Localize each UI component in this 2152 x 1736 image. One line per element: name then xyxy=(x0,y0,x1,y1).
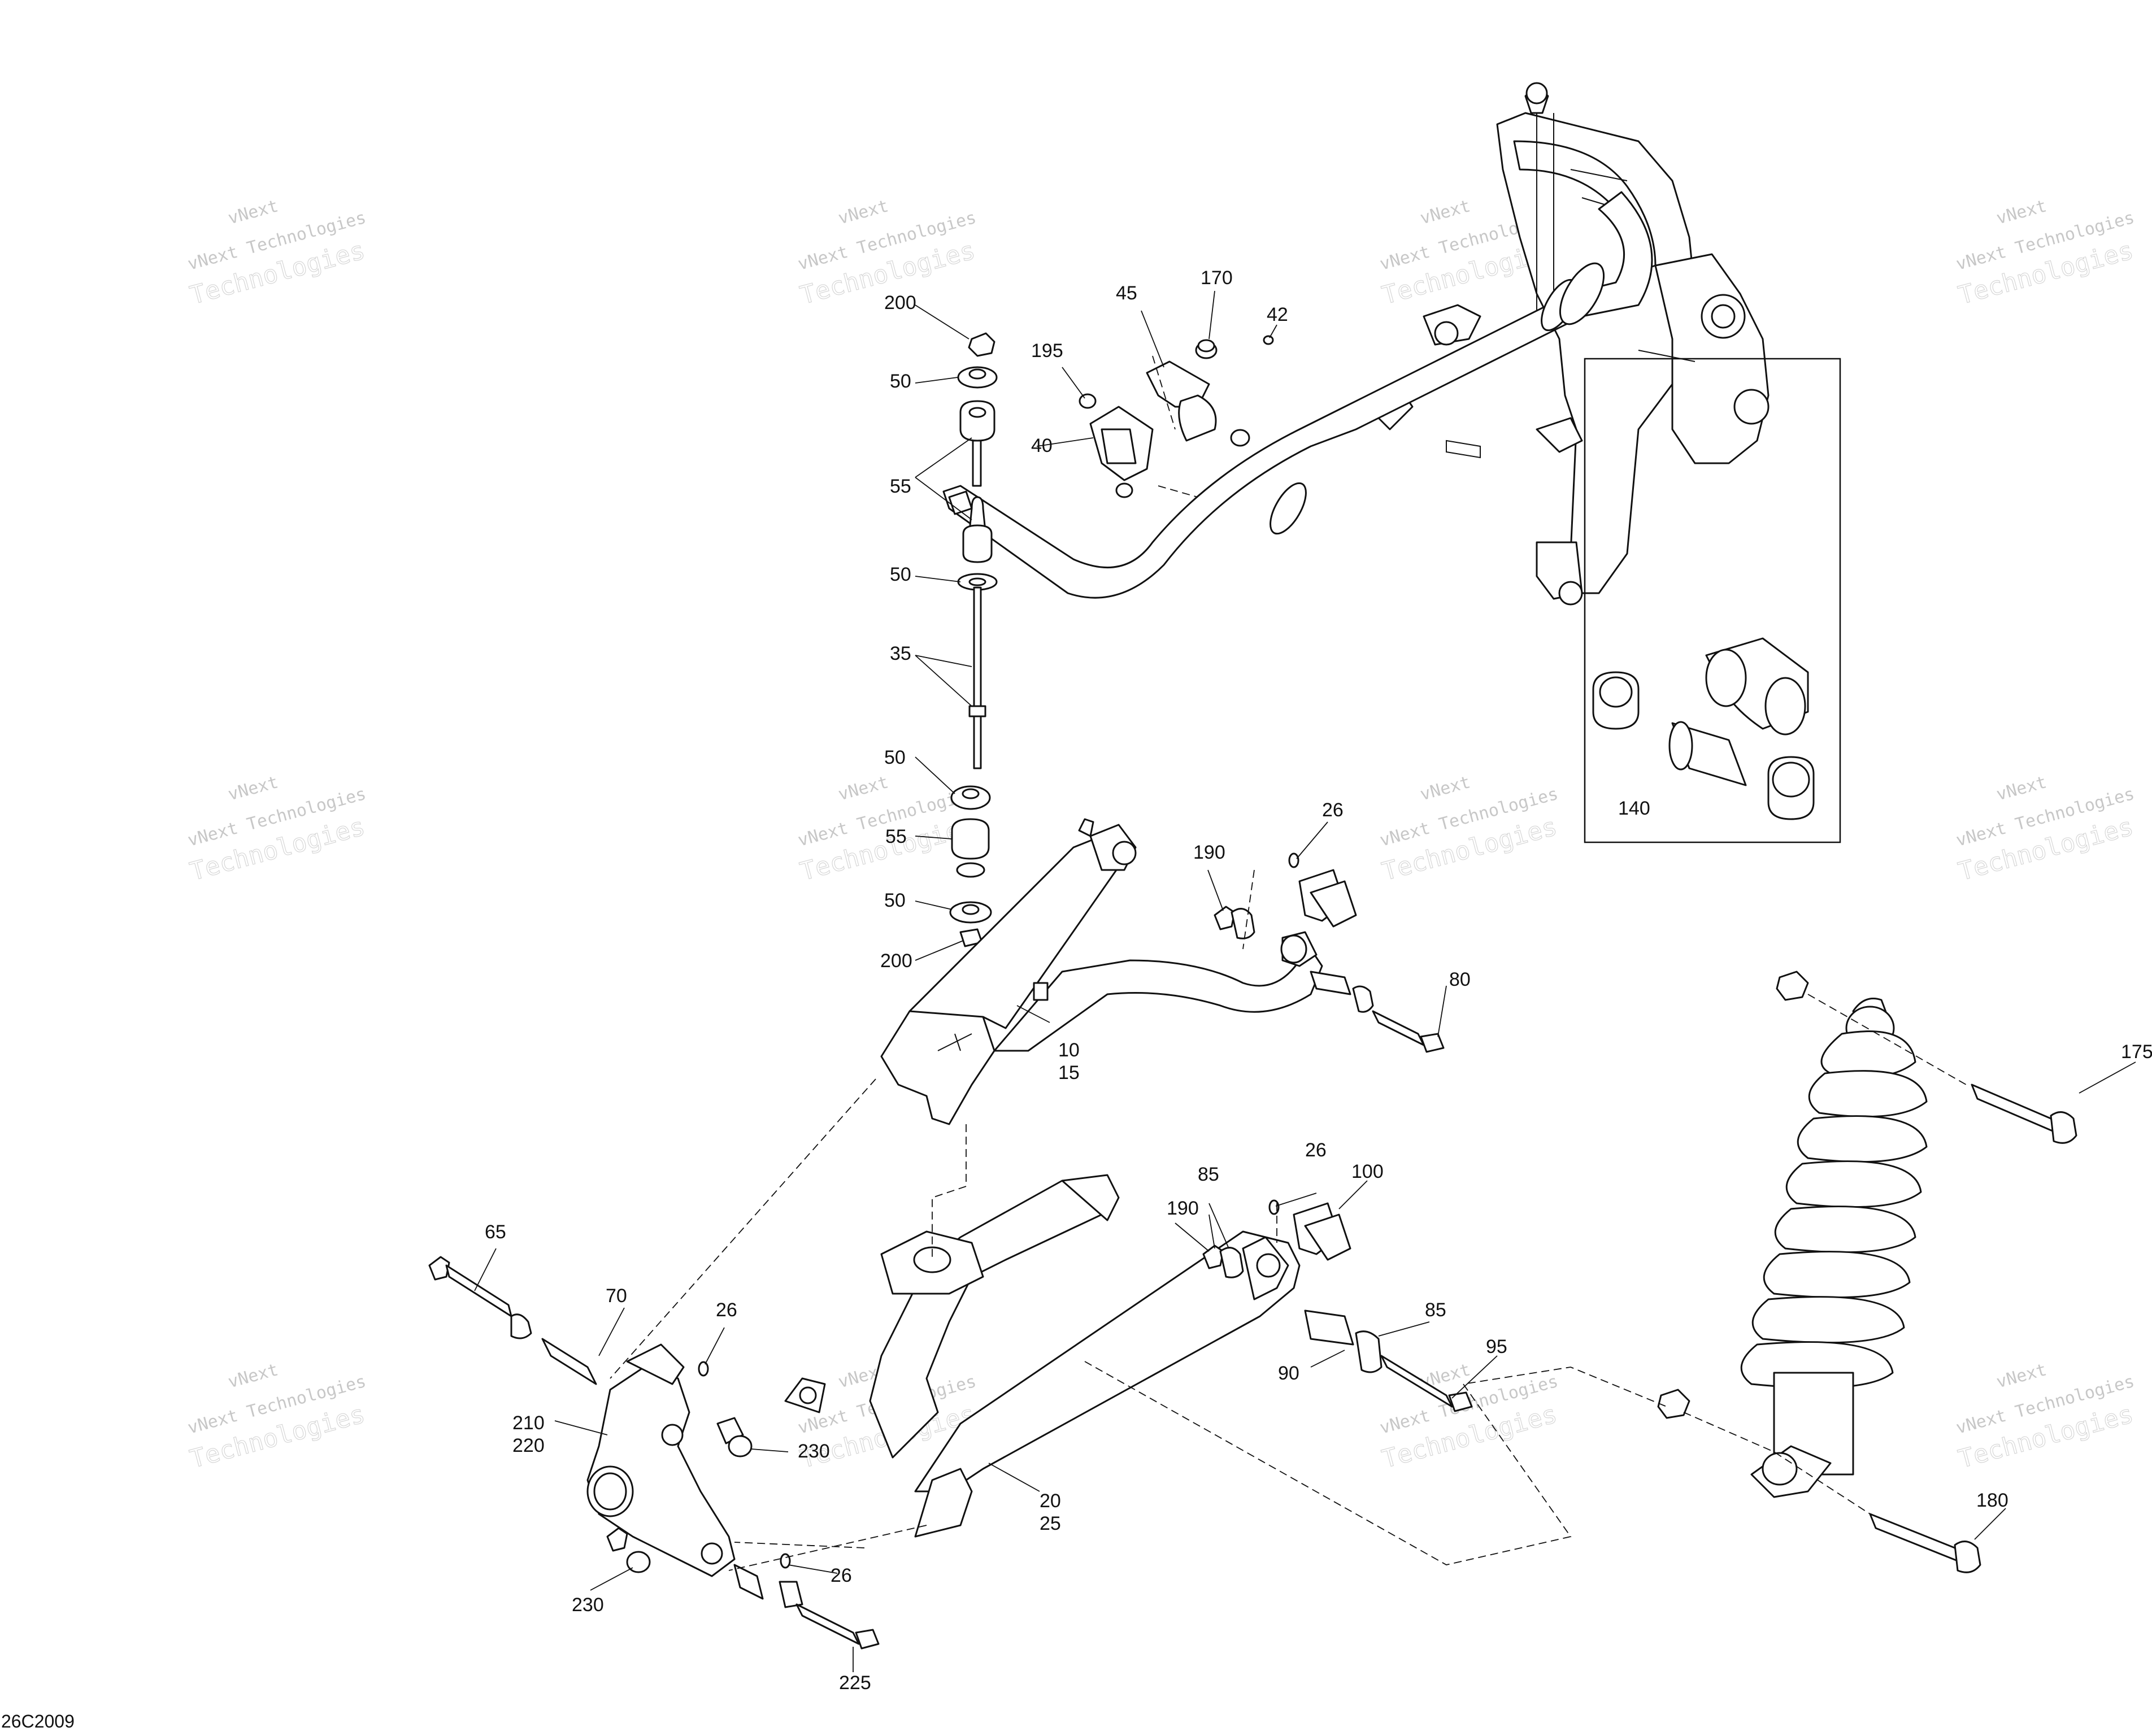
watermark-line1: vNext xyxy=(1994,772,2049,804)
callout-25: 25 xyxy=(1040,1513,1061,1534)
clamp-set xyxy=(1079,335,1274,498)
callout-45: 45 xyxy=(1116,282,1137,304)
diagram-code: 26C2009 xyxy=(1,1711,75,1731)
watermark-line1: vNext xyxy=(226,196,280,228)
callout-175: 175 xyxy=(2121,1041,2152,1063)
link-rod-stack xyxy=(949,332,998,947)
watermark: vNext vNext Technologies Technologies xyxy=(186,196,368,310)
callout-85: 85 xyxy=(1198,1164,1219,1185)
upper-a-arm xyxy=(880,818,1323,1125)
watermark: vNext vNext Technologies Technologies xyxy=(186,772,368,886)
callout-225: 225 xyxy=(839,1672,871,1694)
watermark: vNext vNext Technologies Technologies xyxy=(1378,772,1560,886)
watermark-line1: vNext xyxy=(1418,196,1472,228)
callout-210: 210 xyxy=(512,1412,545,1434)
callout-100: 100 xyxy=(1351,1161,1384,1182)
callout-195: 195 xyxy=(1031,340,1063,362)
watermark: vNext vNext Technologies Technologies xyxy=(796,196,979,310)
callout-70: 70 xyxy=(606,1285,627,1307)
watermark-line1: vNext xyxy=(836,196,890,228)
callout-50: 50 xyxy=(884,890,906,911)
callout-140: 140 xyxy=(1618,798,1650,819)
knuckle-fasteners xyxy=(428,1256,880,1650)
watermark-line1: vNext xyxy=(226,1360,280,1392)
callout-90: 90 xyxy=(1278,1363,1299,1384)
callout-200: 200 xyxy=(884,292,916,314)
alignment-lines xyxy=(610,355,1967,1571)
callout-80: 80 xyxy=(1449,969,1471,990)
callout-230: 230 xyxy=(572,1594,604,1616)
callout-42: 42 xyxy=(1267,304,1288,325)
knuckle xyxy=(586,1343,736,1577)
callout-55: 55 xyxy=(890,476,911,497)
callout-26: 26 xyxy=(1305,1139,1327,1161)
callout-170: 170 xyxy=(1201,267,1233,289)
callout-50: 50 xyxy=(884,747,906,768)
watermark-line1: vNext xyxy=(1994,1360,2049,1392)
watermark-line1: vNext xyxy=(1418,772,1472,804)
callout-190: 190 xyxy=(1167,1198,1199,1219)
callout-190: 190 xyxy=(1193,842,1225,863)
watermark-line1: vNext xyxy=(1994,196,2049,228)
callout-95: 95 xyxy=(1486,1336,1507,1358)
callout-26: 26 xyxy=(1322,799,1344,821)
bushing-inset xyxy=(1584,358,1841,843)
watermark: vNext vNext Technologies Technologies xyxy=(186,1360,368,1474)
callout-20: 20 xyxy=(1040,1490,1061,1512)
callout-180: 180 xyxy=(1976,1490,2008,1511)
callout-200: 200 xyxy=(880,950,912,972)
callout-40: 40 xyxy=(1031,435,1053,456)
watermark: vNext vNext Technologies Technologies xyxy=(1954,772,2137,886)
lower-arm-fasteners xyxy=(1202,1199,1473,1412)
shock-absorber xyxy=(1657,971,2077,1573)
watermark-line1: vNext xyxy=(226,772,280,804)
callout-35: 35 xyxy=(890,643,911,664)
callout-85: 85 xyxy=(1425,1299,1446,1321)
callout-65: 65 xyxy=(485,1221,506,1243)
leader-lines xyxy=(474,290,2136,1672)
watermark: vNext vNext Technologies Technologies xyxy=(1954,1360,2137,1474)
callout-220: 220 xyxy=(512,1435,545,1456)
callout-labels: 200 50 55 50 35 50 55 50 200 45 170 42 1… xyxy=(485,267,2152,1694)
lower-a-arm xyxy=(784,1174,1301,1538)
frame-assembly xyxy=(1366,82,1770,606)
callout-50: 50 xyxy=(890,564,911,585)
callout-15: 15 xyxy=(1058,1062,1080,1084)
callout-26: 26 xyxy=(831,1565,852,1586)
watermark: vNext vNext Technologies Technologies xyxy=(1954,196,2137,310)
callout-55: 55 xyxy=(885,826,907,847)
upper-arm-fasteners xyxy=(1214,852,1445,1053)
watermark-line1: vNext xyxy=(836,772,890,804)
callout-10: 10 xyxy=(1058,1039,1080,1061)
anti-roll-bar xyxy=(942,191,1653,599)
callout-26: 26 xyxy=(716,1299,737,1321)
watermark: vNext vNext Technologies Technologies xyxy=(796,772,979,886)
callout-50: 50 xyxy=(890,371,911,392)
callout-230: 230 xyxy=(798,1441,830,1462)
